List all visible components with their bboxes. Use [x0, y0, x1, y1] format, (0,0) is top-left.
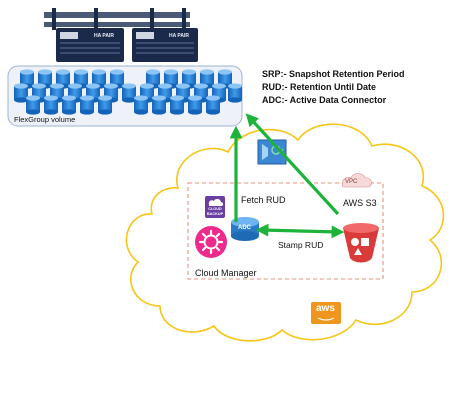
- storage-cylinder: [26, 95, 40, 115]
- flexgroup-volume-label: FlexGroup volume: [14, 115, 76, 124]
- s3-to-volume-arrow: [245, 113, 340, 216]
- ha-pair-label-left: HA PAIR: [94, 33, 114, 39]
- storage-cylinder: [80, 95, 94, 115]
- legend: SRP:- Snapshot Retention Period RUD:- Re…: [262, 68, 405, 107]
- ha-pair-label-right: HA PAIR: [169, 33, 189, 39]
- storage-cylinder: [44, 95, 58, 115]
- storage-cylinder: [20, 69, 34, 89]
- storage-cylinder: [188, 95, 202, 115]
- legend-rud: RUD:- Retention Until Date: [262, 82, 376, 92]
- volume-cylinders: [14, 69, 242, 115]
- stamp-rud-label: Stamp RUD: [278, 240, 324, 250]
- fetch-rud-label: Fetch RUD: [241, 195, 286, 205]
- aws-s3-label: AWS S3: [343, 198, 377, 208]
- aws-logo-text: aws: [316, 303, 335, 314]
- cloud-manager-gear-icon: [195, 226, 227, 258]
- storage-cylinder: [206, 95, 220, 115]
- adc-cylinder-icon: [231, 217, 259, 241]
- cloud-manager-label: Cloud Manager: [195, 268, 257, 278]
- legend-srp: SRP:- Snapshot Retention Period: [262, 69, 405, 79]
- storage-cylinder: [98, 95, 112, 115]
- adc-label: ADC: [238, 225, 251, 231]
- cloud-outline: [125, 123, 445, 342]
- storage-cylinder: [62, 95, 76, 115]
- vpc-cloud-icon: [341, 173, 372, 188]
- storage-cylinder: [134, 95, 148, 115]
- storage-cylinder: [14, 83, 28, 103]
- aws-logo: [311, 302, 341, 324]
- flow-arrows: [229, 113, 345, 239]
- vpc-boundary: [187, 182, 384, 280]
- cloud-backup-label: CLOUD BACKUP: [206, 207, 224, 216]
- storage-cylinder: [122, 83, 136, 103]
- vpc-label: VPC: [345, 179, 358, 185]
- cloud-backup-icon: [205, 196, 225, 218]
- aws-s3-bucket-icon: [343, 223, 379, 263]
- storage-cylinder: [152, 95, 166, 115]
- storage-cylinder: [170, 95, 184, 115]
- ha-pair-rack: [44, 8, 198, 62]
- legend-adc: ADC:- Active Data Connector: [262, 95, 387, 105]
- stamp-rud-arrow: [255, 223, 345, 239]
- storage-cylinder: [228, 83, 242, 103]
